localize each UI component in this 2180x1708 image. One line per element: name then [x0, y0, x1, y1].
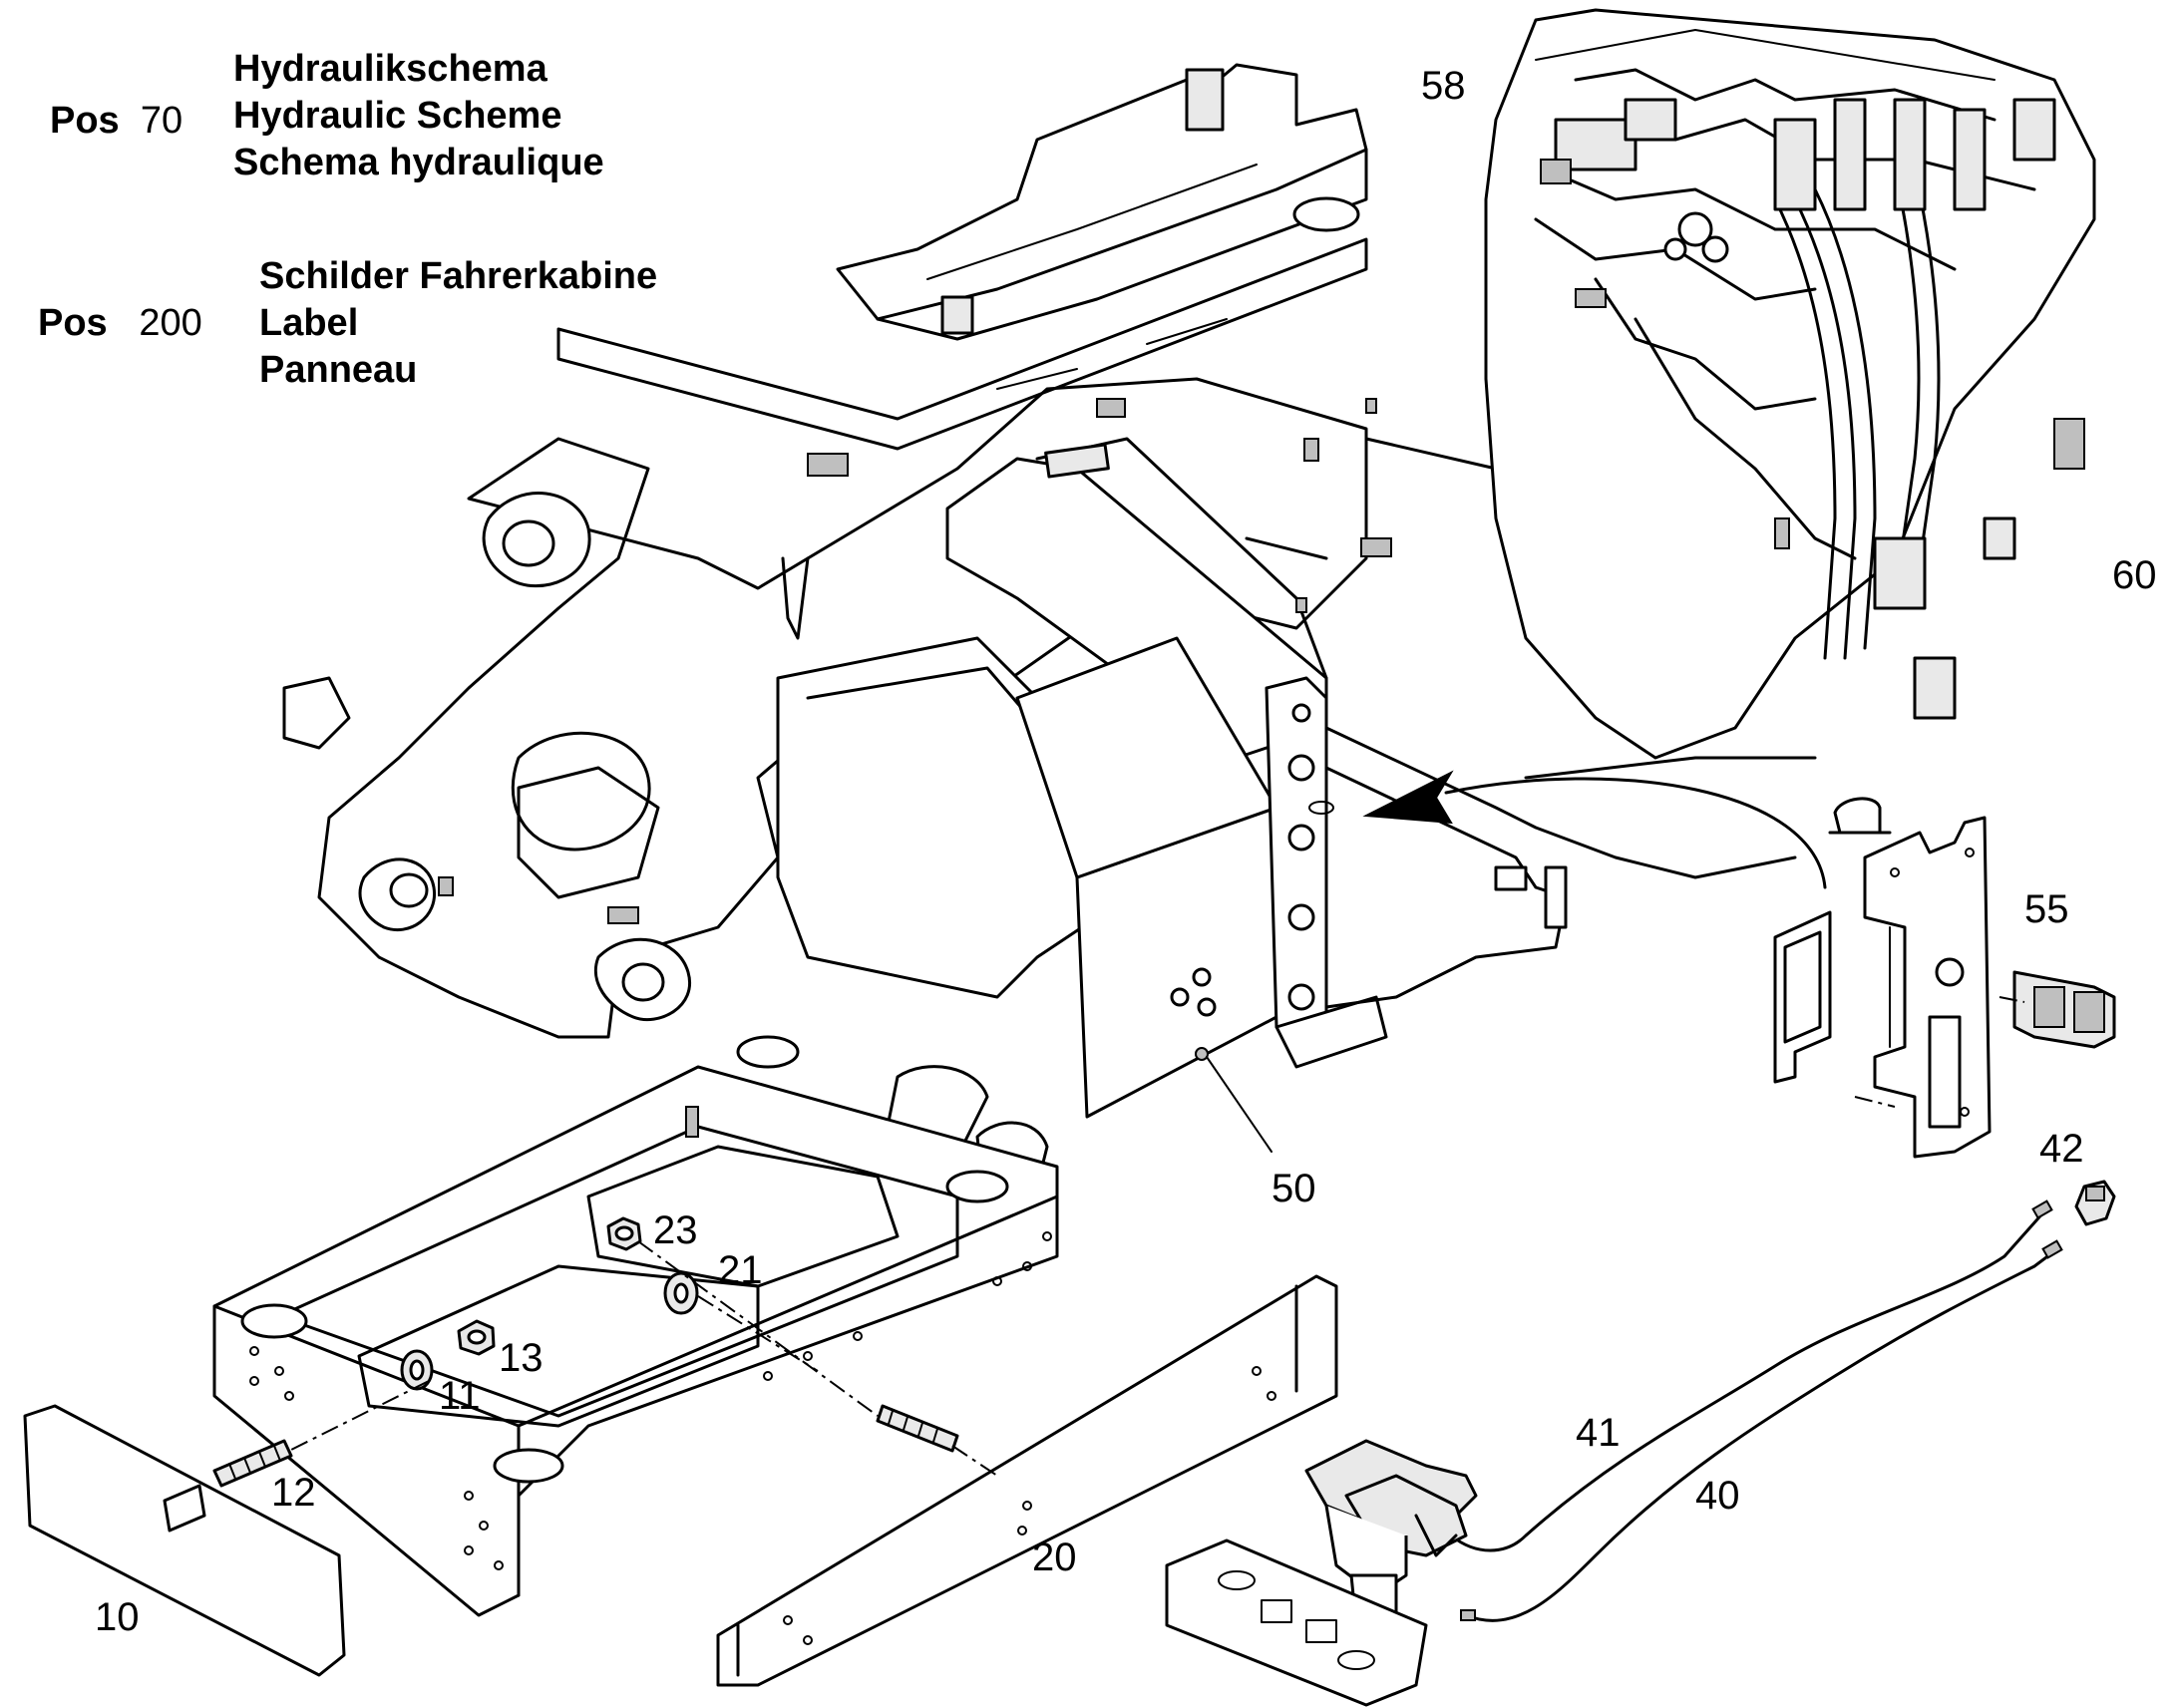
callout-41: 41: [1576, 1411, 1621, 1455]
part-13-nut: [457, 1319, 496, 1356]
part-23-nut: [606, 1216, 642, 1251]
callout-12: 12: [271, 1471, 316, 1515]
legend-70-pos-label: Pos: [50, 100, 120, 142]
part-11-washer: [400, 1349, 434, 1391]
callout-10: 10: [95, 1595, 140, 1639]
legend-70-pos-number: 70: [140, 100, 183, 142]
right-floor-plate: [1308, 726, 1797, 1009]
callout-42: 42: [2039, 1127, 2084, 1171]
callout-55: 55: [2024, 887, 2069, 931]
threaded-rod-center: [876, 1404, 959, 1453]
part-20-side-profile: [716, 1274, 1338, 1687]
callout-40: 40: [1695, 1474, 1740, 1518]
callout-60: 60: [2112, 553, 2157, 597]
legend-70-line-fr: Schema hydraulique: [233, 142, 604, 183]
callout-50-leader: [1206, 1056, 1272, 1153]
pedal-assembly: [1165, 1439, 1478, 1707]
legend-200-line-en: Label: [259, 302, 359, 344]
part-10-front-panel: [23, 1404, 346, 1677]
part-42-fitting: [2074, 1180, 2116, 1226]
callout-20: 20: [1032, 1536, 1077, 1579]
legend-200-pos-label: Pos: [38, 302, 108, 344]
callout-11: 11: [439, 1374, 481, 1418]
callout-13: 13: [499, 1336, 544, 1380]
hoses-40-41: [1443, 1199, 2063, 1622]
callout-50: 50: [1272, 1167, 1316, 1210]
part-21-washer: [663, 1271, 699, 1315]
hydraulic-detail-view: [1484, 8, 2096, 760]
legend-70-line-de: Hydraulikschema: [233, 48, 547, 90]
legend-200-line-de: Schilder Fahrerkabine: [259, 255, 658, 297]
callout-58: 58: [1421, 64, 1466, 108]
battery-box: [776, 437, 1388, 1228]
legend-200-pos-number: 200: [139, 302, 202, 344]
upper-side-rail: [556, 237, 1368, 451]
floor-frame: [212, 1035, 1059, 1617]
legend-200-pos: Pos 200: [38, 302, 202, 345]
callout-23: 23: [653, 1208, 698, 1252]
main-chassis: [282, 377, 1392, 1039]
part-55-bracket-assembly: [1773, 797, 2116, 1159]
legend-200-line-fr: Panneau: [259, 349, 418, 391]
legend-70-pos: Pos 70: [50, 100, 182, 143]
callout-21: 21: [718, 1248, 763, 1292]
center-lines: [288, 1240, 998, 1477]
legend-70-line-en: Hydraulic Scheme: [233, 95, 562, 137]
detail-pointer-arrow: [1362, 770, 1827, 889]
part-12-stud: [212, 1439, 293, 1488]
rear-frame: [836, 63, 1368, 341]
